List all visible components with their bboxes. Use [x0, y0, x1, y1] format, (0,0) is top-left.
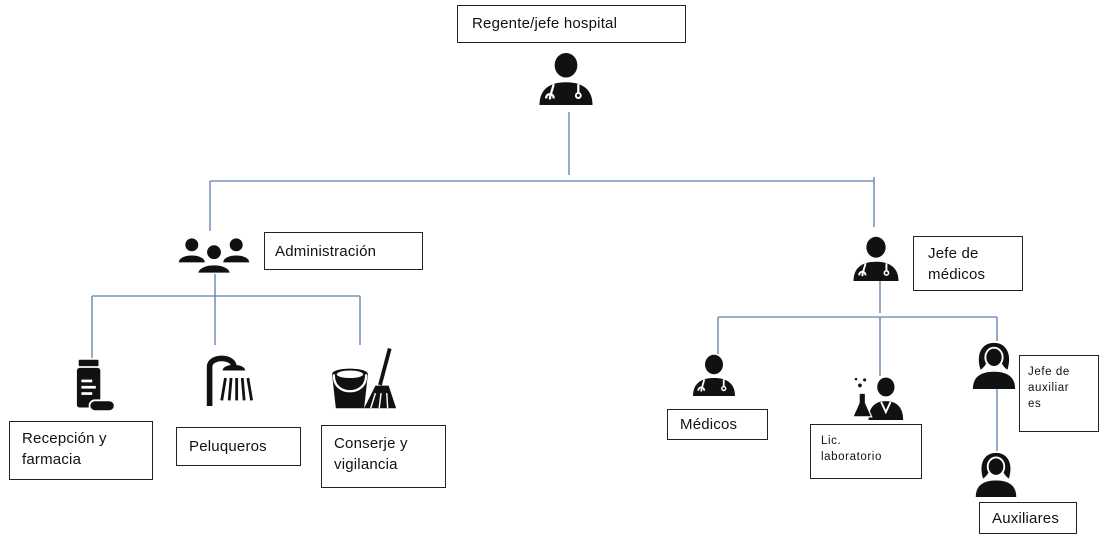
jefe-medicos-doctor-stethoscope-icon	[852, 236, 900, 281]
conserje-bucket-broom-icon	[330, 346, 398, 410]
recepcion-pill-bottle-icon	[75, 358, 116, 412]
node-peluqueros: Peluqueros	[176, 427, 301, 466]
peluqueros-shower-icon	[210, 358, 252, 406]
administracion-group-people-icon	[177, 237, 251, 274]
node-auxiliares: Auxiliares	[979, 502, 1077, 534]
node-medicos: Médicos	[667, 409, 768, 440]
node-conserje-y-vigilancia: Conserje y vigilancia	[321, 425, 446, 488]
node-regente-jefe-hospital: Regente/jefe hospital	[457, 5, 686, 43]
node-jefe-de-medicos: Jefe de médicos	[913, 236, 1023, 291]
laboratorio-lab-scientist-icon	[851, 376, 905, 420]
node-jefe-de-auxiliares: Jefe de auxiliar es	[1019, 355, 1099, 432]
node-recepcion-y-farmacia: Recepción y farmacia	[9, 421, 153, 480]
medicos-doctor-stethoscope-icon	[692, 354, 736, 396]
node-administracion: Administración	[264, 232, 423, 270]
connector-lines	[91, 112, 998, 451]
node-lic-laboratorio: Lic. laboratorio	[810, 424, 922, 479]
auxiliares-woman-user-icon	[974, 451, 1018, 497]
regente-doctor-stethoscope-icon	[538, 52, 594, 105]
jefe-auxiliares-woman-user-icon	[971, 341, 1017, 389]
